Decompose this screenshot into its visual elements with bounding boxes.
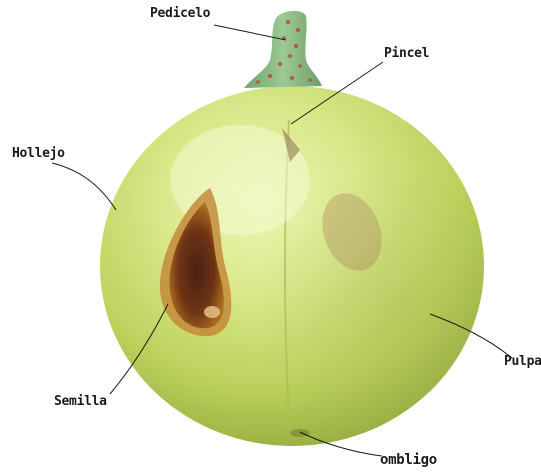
leader-hollejo: [52, 163, 116, 210]
label-pulpa: Pulpa: [504, 354, 541, 369]
label-pincel: Pincel: [384, 46, 429, 61]
grape-berry: [100, 86, 484, 446]
stem: [244, 11, 322, 88]
seed-glint: [204, 306, 220, 318]
label-hollejo: Hollejo: [12, 146, 65, 161]
label-pedicelo: Pedicelo: [150, 6, 210, 21]
label-semilla: Semilla: [54, 394, 107, 409]
label-ombligo: ombligo: [380, 452, 437, 468]
stem-body: [244, 11, 322, 88]
